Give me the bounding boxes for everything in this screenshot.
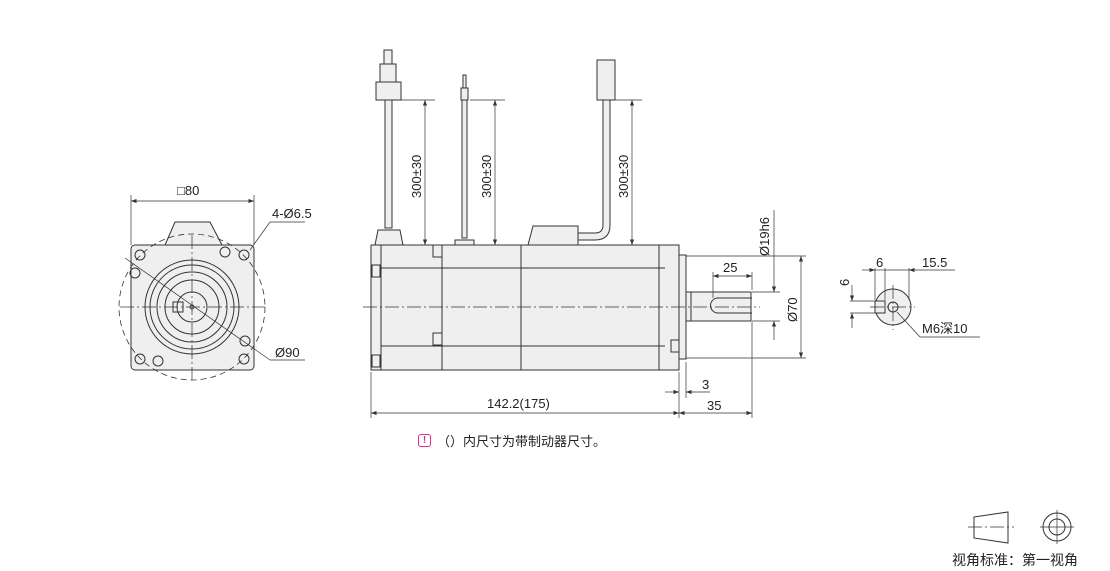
front-view: □80 4-Ø6.5 Ø90 bbox=[118, 183, 312, 381]
cable1-length-label: 300±30 bbox=[409, 155, 424, 198]
shaft-length-label: 35 bbox=[707, 398, 721, 413]
warning-icon: ! bbox=[418, 434, 431, 447]
holes-dim-label: 4-Ø6.5 bbox=[272, 206, 312, 221]
cable2-length-label: 300±30 bbox=[479, 155, 494, 198]
side-view: 300±30 300±30 300±30 142.2(175) 35 3 25 … bbox=[363, 49, 806, 418]
body-length-label: 142.2(175) bbox=[487, 396, 550, 411]
pcd-dim-label: Ø90 bbox=[275, 345, 300, 360]
tap-label: M6深10 bbox=[922, 321, 968, 336]
flange-step-label: 3 bbox=[702, 377, 709, 392]
shaft-dia-label: Ø19h6 bbox=[757, 217, 772, 256]
key-width-label: 6 bbox=[876, 255, 883, 270]
key-length-label: 25 bbox=[723, 260, 737, 275]
end-view: 6 15.5 6 M6深10 bbox=[837, 255, 980, 338]
key-height-label: 15.5 bbox=[922, 255, 947, 270]
first-angle-projection-symbol bbox=[968, 510, 1074, 544]
note-text: （）内尺寸为带制动器尺寸。 bbox=[437, 434, 607, 449]
cable3-length-label: 300±30 bbox=[616, 155, 631, 198]
key-depth-label: 6 bbox=[837, 279, 852, 286]
projection-standard-label: 视角标准：第一视角 bbox=[952, 552, 1078, 568]
square-dim-label: □80 bbox=[177, 183, 199, 198]
pilot-dia-label: Ø70 bbox=[785, 297, 800, 322]
brake-note: ! （）内尺寸为带制动器尺寸。 bbox=[418, 431, 606, 450]
